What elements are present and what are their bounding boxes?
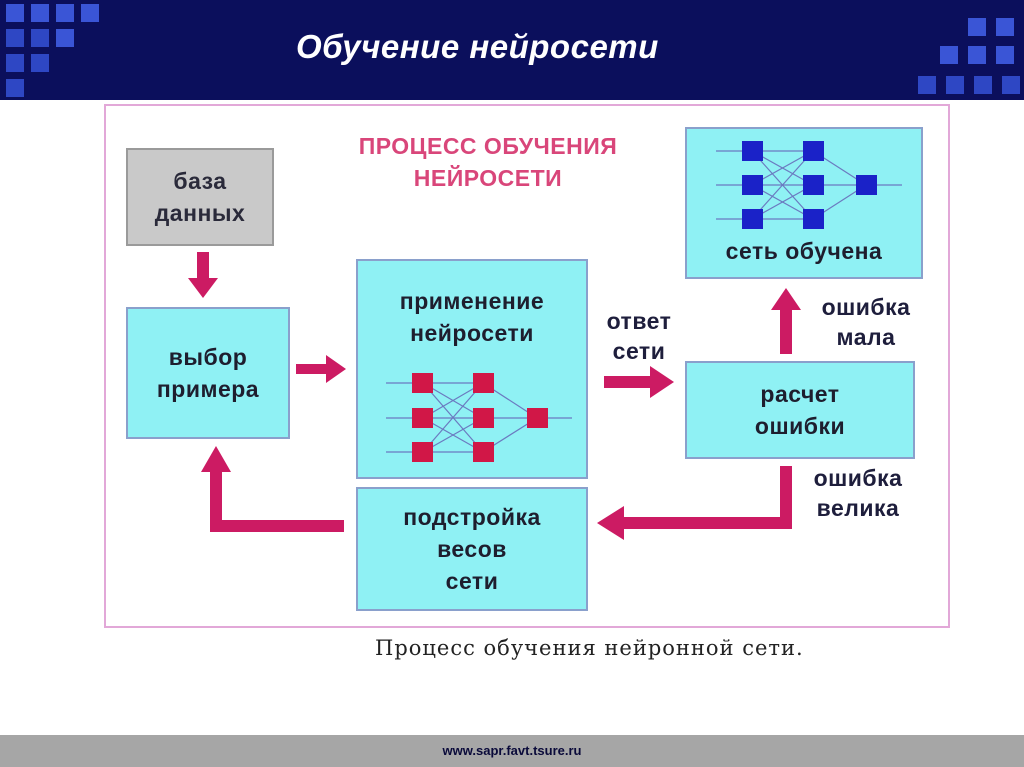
network-node — [412, 408, 433, 428]
figure-caption: Процесс обучения нейронной сети. — [375, 636, 804, 660]
network-trained-box: сеть обучена — [685, 127, 923, 279]
arrow-error-large-back — [597, 466, 792, 540]
adjust-weights-box: подстройка весов сети — [356, 487, 588, 611]
adjust-weights-label: подстройка — [403, 504, 541, 530]
network-node — [803, 141, 824, 161]
network-trained-label: сеть обучена — [725, 238, 883, 264]
error-small-line: ошибка — [821, 294, 911, 320]
select-sample-label: выбор — [168, 344, 248, 370]
network-node — [803, 209, 824, 229]
network-node — [527, 408, 548, 428]
network-node — [473, 373, 494, 393]
footer-bar: www.sapr.favt.tsure.ru — [0, 735, 1024, 767]
database-label: данных — [154, 200, 246, 226]
process-title-line: ПРОЦЕСС ОБУЧЕНИЯ — [358, 133, 618, 159]
arrow-answer-to-error — [604, 366, 674, 398]
network-node — [473, 442, 494, 462]
network-answer-line: ответ — [606, 308, 672, 334]
select-sample-label: примера — [156, 376, 260, 402]
slide-title: Обучение нейросети — [296, 28, 659, 65]
network-answer-line: сети — [612, 338, 666, 364]
network-answer-label: ответ сети — [594, 306, 684, 366]
arrow-select-to-apply — [296, 355, 346, 383]
apply-network-box: применение нейросети — [356, 259, 588, 479]
network-node — [803, 175, 824, 195]
arrow-db-to-select — [188, 252, 218, 298]
network-node — [412, 442, 433, 462]
adjust-weights-label: сети — [445, 568, 499, 594]
error-calc-box: расчет ошибки — [685, 361, 915, 459]
arrow-adjust-to-select — [201, 446, 344, 532]
footer-url[interactable]: www.sapr.favt.tsure.ru — [442, 743, 582, 758]
network-node — [742, 141, 763, 161]
network-node — [473, 408, 494, 428]
adjust-weights-label: весов — [437, 536, 507, 562]
error-small-line: мала — [836, 324, 896, 350]
header-bar: Обучение нейросети — [0, 0, 1024, 100]
error-calc-label: расчет — [760, 381, 840, 407]
error-large-line: велика — [816, 495, 900, 521]
select-sample-box: выбор примера — [126, 307, 290, 439]
apply-network-label: применение — [399, 288, 545, 314]
error-large-label: ошибка велика — [798, 463, 918, 523]
process-title-line: НЕЙРОСЕТИ — [413, 165, 563, 191]
apply-network-label: нейросети — [410, 320, 534, 346]
error-calc-label: ошибки — [754, 413, 846, 439]
network-node — [412, 373, 433, 393]
network-node — [742, 209, 763, 229]
network-node — [742, 175, 763, 195]
error-large-line: ошибка — [813, 465, 903, 491]
database-label: база — [173, 168, 227, 194]
process-title: ПРОЦЕСС ОБУЧЕНИЯ НЕЙРОСЕТИ — [308, 130, 668, 194]
error-small-label: ошибка мала — [806, 292, 926, 352]
database-box: база данных — [126, 148, 274, 246]
network-node — [856, 175, 877, 195]
arrow-error-small-up — [771, 288, 801, 354]
